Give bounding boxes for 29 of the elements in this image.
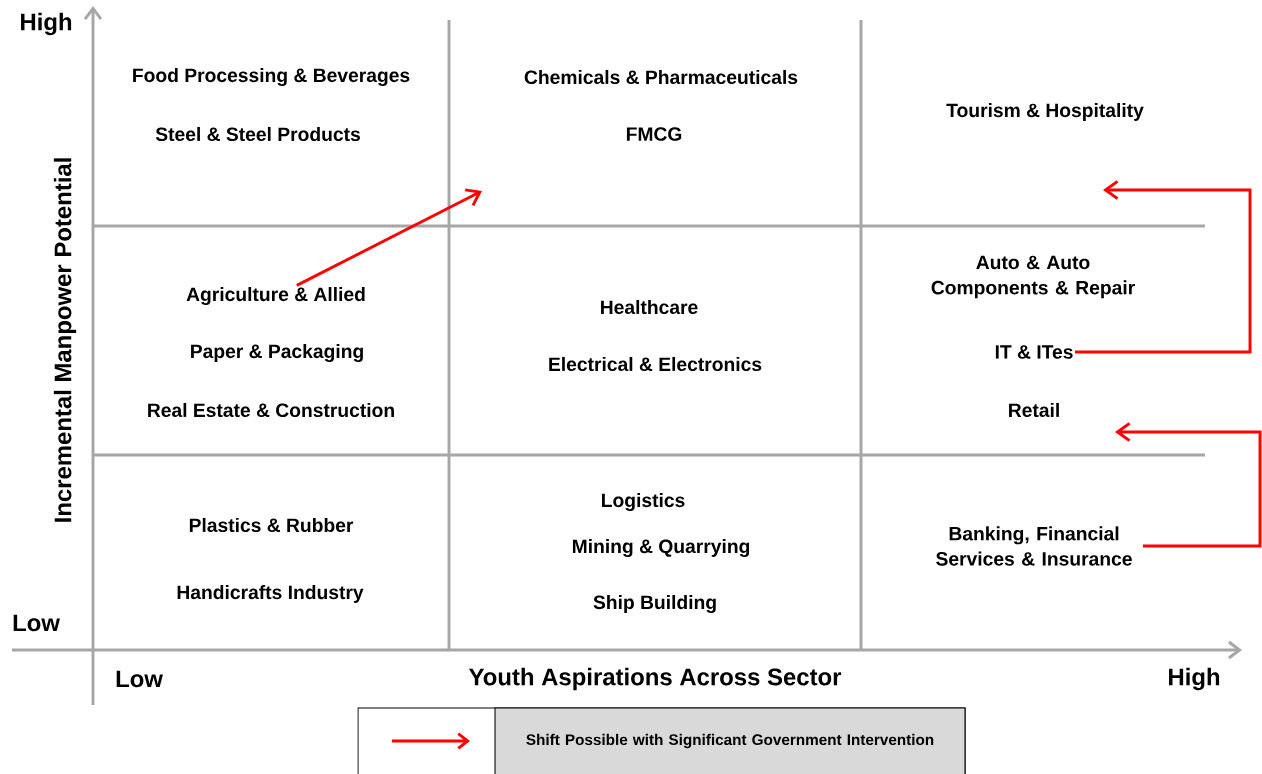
sector-label: Electrical & Electronics	[549, 356, 762, 372]
sector-label: Handicrafts Industry	[177, 585, 364, 603]
sector-label: Paper & Packaging	[191, 344, 363, 363]
sector-label: FMCG	[626, 127, 682, 141]
sector-label: Ship Building	[593, 595, 716, 614]
axis-label: High	[1169, 667, 1220, 691]
axis-label: Low	[13, 614, 60, 632]
sector-label: IT & ITes	[995, 345, 1073, 359]
axis-label: High	[21, 12, 72, 36]
sector-label: Agriculture & Allied	[186, 287, 365, 306]
sector-label: Tourism & Hospitality	[946, 103, 1144, 121]
sector-label: Logistics	[602, 493, 685, 512]
sector-label: Banking, Financial Services & Insurance	[936, 526, 1132, 566]
arrow	[1075, 180, 1252, 354]
sector-label: Plastics & Rubber	[189, 517, 354, 533]
arrow	[1115, 422, 1262, 548]
axis-title: Youth Aspirations Across Sector	[469, 667, 842, 691]
legend-label: Shift Possible with Significant Government Intervention	[494, 707, 966, 774]
arrow	[296, 188, 482, 287]
sector-label: Food Processing & Beverages	[133, 68, 410, 87]
sector-label: Healthcare	[601, 299, 698, 315]
sector-label: Retail	[1009, 402, 1059, 418]
sector-label: Auto & Auto Components & Repair	[931, 255, 1135, 299]
sector-label: Chemicals & Pharmaceuticals	[524, 69, 798, 85]
sector-label: Real Estate & Construction	[148, 402, 394, 418]
sector-label: Mining & Quarrying	[572, 539, 750, 558]
axis-label: Low	[116, 670, 163, 688]
axis-title: Incremental Manpower Potential	[53, 158, 77, 522]
sector-label: Steel & Steel Products	[155, 126, 360, 142]
